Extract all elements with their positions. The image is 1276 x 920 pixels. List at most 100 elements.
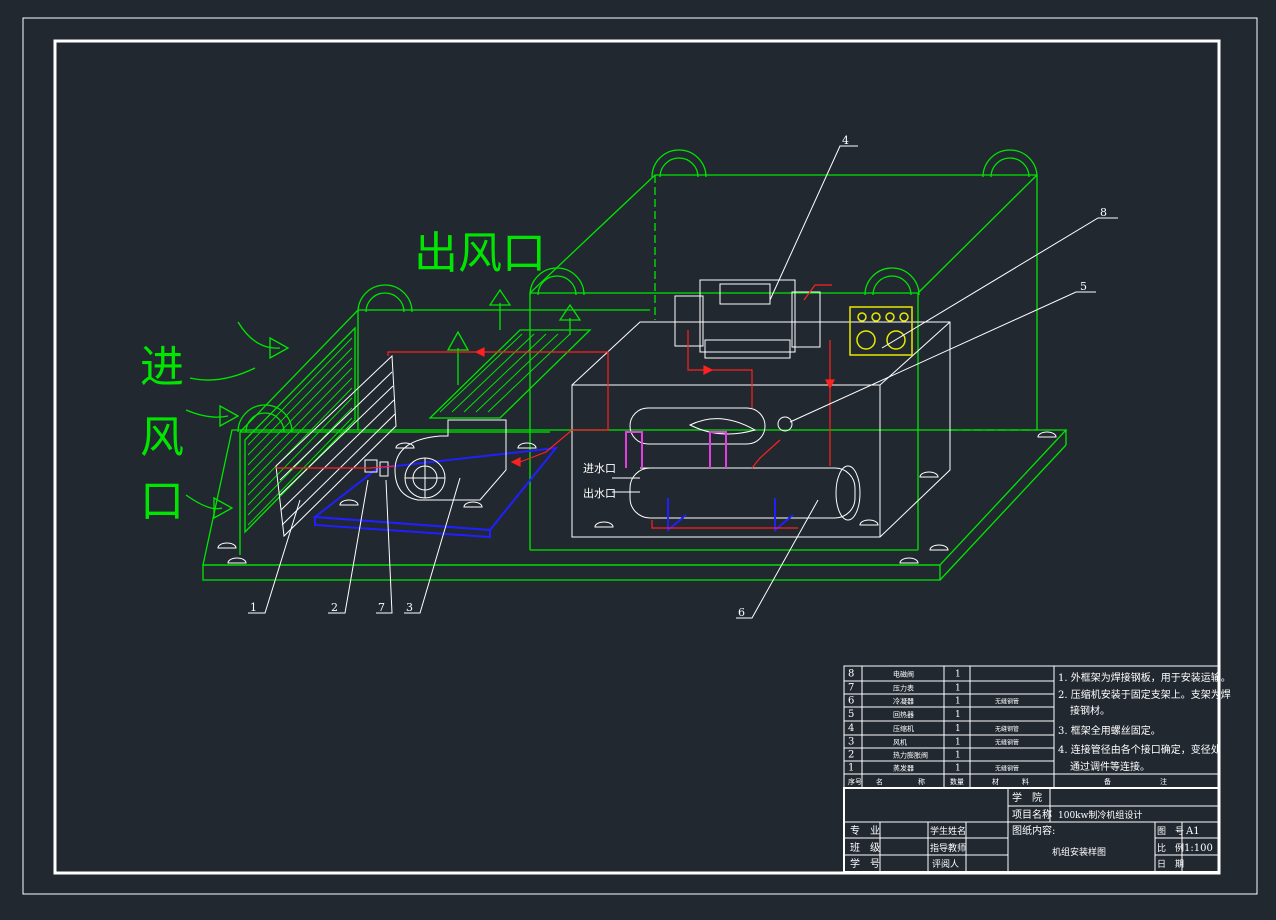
title-block-text: 学 院 项目名称 100kw制冷机组设计 图纸内容: 机组安装样图 专 业 班 …	[850, 791, 1213, 870]
date-label: 日 期	[1157, 859, 1184, 870]
bom-cell-qty: 1	[955, 738, 961, 748]
control-panel	[849, 306, 913, 356]
bom-header-cell: 序号	[848, 777, 862, 786]
note-line: 接钢材。	[1070, 704, 1110, 717]
technical-notes: 1. 外框架为焊接钢板，用于安装运输。 2. 压缩机安装于固定支架上。支架为焊 …	[1058, 671, 1231, 773]
bom-cell-no: 1	[848, 763, 854, 774]
unit-frame	[185, 149, 1068, 581]
outlet-label: 出风口	[414, 228, 546, 279]
school-label: 学 院	[1012, 791, 1042, 804]
inlet-label-1: 进	[140, 342, 184, 393]
bom-cell-material: 无缝钢管	[995, 698, 1019, 706]
callouts: 1 2 7 3 4 8 5 6	[250, 134, 1107, 619]
bom-cell-material: 无缝钢管	[995, 725, 1019, 733]
bom-header-cell: 材	[992, 777, 999, 786]
drawing-content-value: 机组安装样图	[1052, 846, 1106, 858]
callout-number: 8	[1100, 206, 1107, 219]
refrigerant-piping	[275, 284, 835, 529]
outlet-grille	[428, 329, 592, 419]
note-line: 4. 连接管径由各个接口确定，变径处	[1058, 743, 1221, 756]
water-outlet-label: 出水口	[583, 486, 616, 500]
drawing-number-value: A1	[1185, 826, 1200, 837]
drawing-frame	[53, 39, 1221, 875]
callout-number: 1	[250, 601, 257, 614]
note-line: 2. 压缩机安装于固定支架上。支架为焊	[1058, 688, 1231, 701]
bom-cell-no: 4	[848, 723, 854, 734]
lifting-lug	[864, 267, 920, 296]
bom-cell-qty: 1	[955, 751, 961, 761]
shell-supports	[625, 431, 727, 468]
bom-cell-name: 冷凝器	[893, 697, 914, 706]
bom-cell-no: 6	[848, 696, 854, 707]
bom-cell-name: 压缩机	[893, 724, 914, 733]
bom-cell-qty: 1	[955, 764, 961, 774]
bom-cell-no: 8	[848, 669, 854, 680]
drawing-number-label: 图 号	[1157, 826, 1184, 837]
bom-cell-no: 3	[848, 737, 854, 748]
inlet-louver	[244, 326, 356, 534]
shell-lower	[629, 467, 856, 519]
bom-cell-material: 无缝钢管	[995, 765, 1019, 773]
evaporator-coil	[275, 354, 397, 538]
compressor	[699, 279, 796, 353]
title-block	[843, 787, 1220, 873]
air-labels: 进 风 口 出风口	[140, 228, 546, 527]
bom-header-cell: 名	[876, 777, 883, 786]
lifting-lug	[237, 404, 293, 433]
shell-upper	[629, 407, 766, 445]
fan-housing	[394, 419, 507, 501]
components	[217, 279, 1057, 564]
bom-header-cell: 称	[918, 777, 925, 786]
project-value: 100kw制冷机组设计	[1058, 809, 1142, 821]
recuperator	[777, 416, 793, 432]
base-plate-front	[202, 564, 941, 581]
shell-saddles	[667, 498, 794, 533]
bom-cell-no: 7	[848, 683, 854, 694]
bom-header-cell: 备	[1104, 777, 1111, 786]
bom-table	[843, 665, 1220, 789]
condenser-enclosure	[571, 321, 951, 538]
bom-cell-qty: 1	[955, 670, 961, 680]
callout-number: 2	[331, 601, 338, 614]
pressure-gauge	[379, 461, 389, 477]
bom-cell-qty: 1	[955, 684, 961, 694]
callout-number: 3	[406, 601, 413, 614]
callout-number: 7	[378, 601, 385, 614]
note-line: 3. 框架全用螺丝固定。	[1058, 724, 1161, 737]
bom-cell-name: 回热器	[893, 710, 914, 719]
expansion-valve	[364, 459, 378, 473]
louver-slats	[247, 333, 571, 526]
outer-border	[22, 17, 1258, 895]
note-line: 1. 外框架为焊接钢板，用于安装运输。	[1058, 671, 1231, 684]
bom-cell-no: 5	[848, 709, 854, 720]
bom-cell-name: 电磁阀	[893, 670, 914, 679]
fan-base	[312, 446, 559, 539]
reviewer-label: 评阅人	[932, 859, 959, 870]
leader-lines	[248, 145, 1118, 619]
major-label: 专 业	[850, 824, 880, 837]
bom-cell-qty: 1	[955, 724, 961, 734]
bom-header-cell: 注	[1160, 777, 1167, 786]
callout-number: 6	[738, 606, 745, 619]
bom-cell-name: 热力膨胀阀	[893, 751, 928, 760]
bom-cell-name: 蒸发器	[893, 764, 914, 773]
student-name-label: 学生姓名	[930, 825, 966, 837]
lifting-lug	[357, 284, 413, 313]
bom-header: 序号 名 称 数量 材 料 备 注	[848, 777, 1167, 786]
bom-cell-name: 压力表	[893, 684, 914, 693]
water-inlet-label: 进水口	[583, 462, 616, 475]
class-label: 班 级	[850, 842, 880, 854]
advisor-label: 指导教师	[930, 842, 966, 854]
bom-header-cell: 数量	[950, 777, 964, 786]
student-id-label: 学 号	[850, 857, 880, 870]
project-label: 项目名称	[1012, 808, 1052, 821]
inlet-label-2: 风	[140, 412, 184, 463]
bom-cell-no: 2	[848, 750, 854, 761]
scale-value: 1:100	[1184, 843, 1213, 854]
scale-label: 比 例	[1157, 842, 1184, 854]
inlet-label-3: 口	[140, 476, 184, 527]
bom-cell-material: 无缝钢管	[995, 739, 1019, 747]
lifting-lug	[529, 267, 585, 296]
